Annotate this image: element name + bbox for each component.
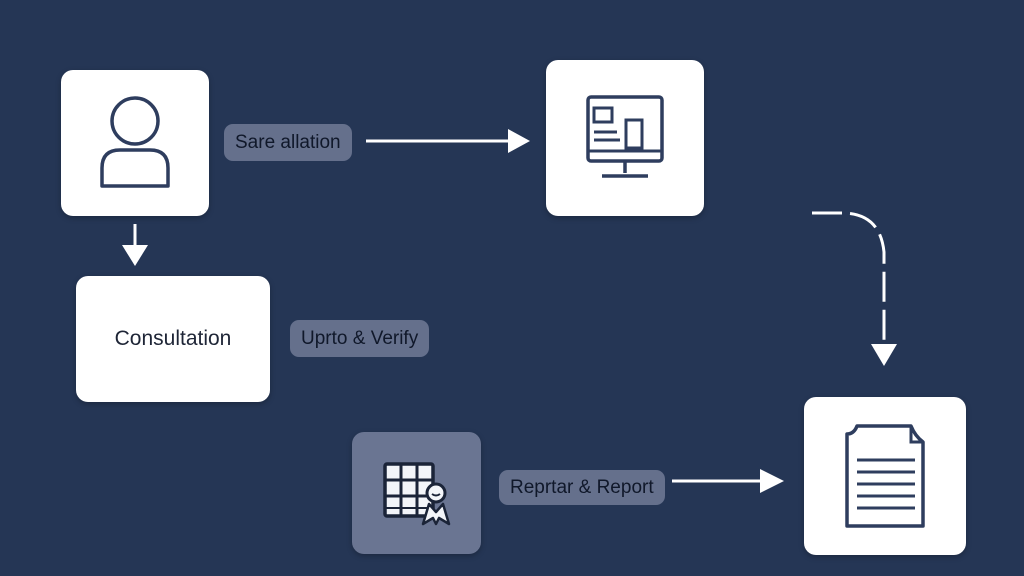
arrow-user-to-monitor	[366, 129, 530, 153]
calendar-person-icon	[382, 462, 450, 526]
consultation-label: Consultation	[114, 327, 232, 350]
document-node[interactable]	[804, 397, 966, 555]
user-icon	[100, 96, 170, 188]
arrow-monitor-to-document	[812, 211, 897, 366]
monitor-node[interactable]	[546, 60, 704, 216]
edge-label-top: Sare allation	[224, 124, 352, 161]
document-icon	[845, 424, 925, 528]
edge-label-bottom: Reprtar & Report	[499, 470, 665, 505]
arrow-calendar-to-document	[672, 469, 784, 493]
consultation-node[interactable]: Consultation	[76, 276, 270, 402]
calendar-node[interactable]	[352, 432, 481, 554]
monitor-dashboard-icon	[586, 95, 664, 178]
arrow-user-to-consultation	[122, 224, 148, 266]
user-node[interactable]	[61, 70, 209, 216]
edge-label-middle: Uprto & Verify	[290, 320, 430, 357]
